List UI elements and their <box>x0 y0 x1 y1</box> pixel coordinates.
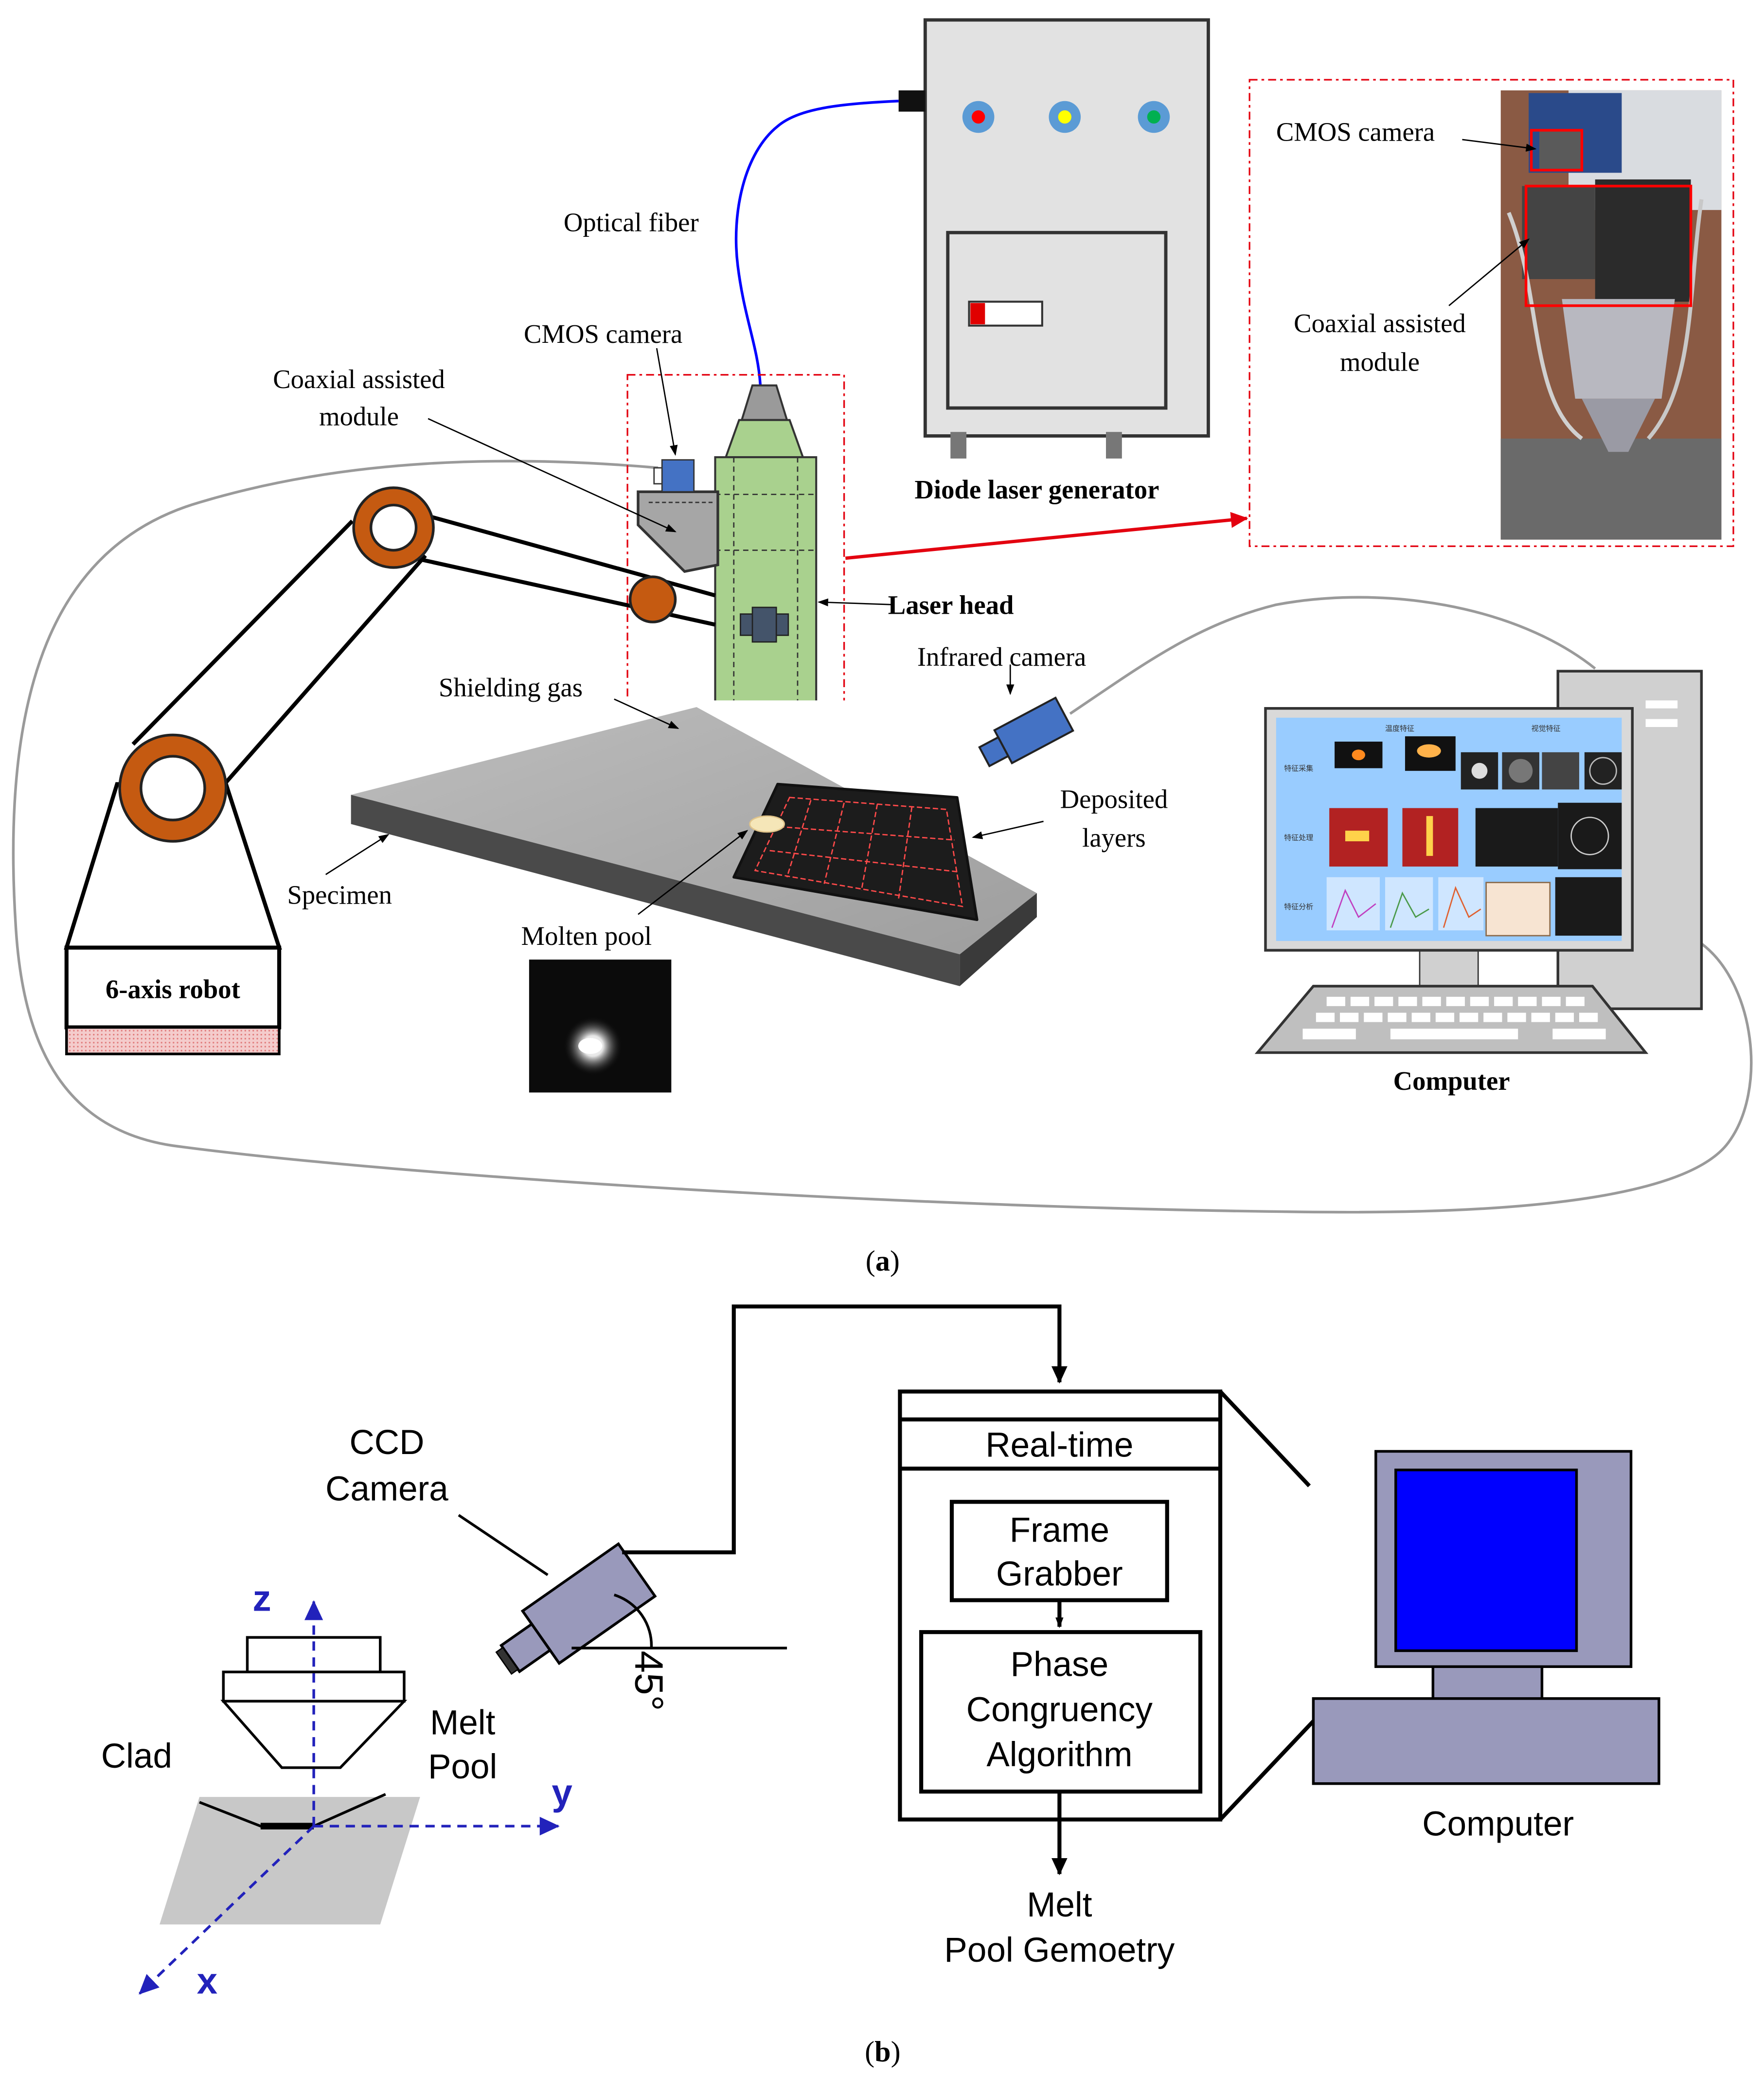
screen-row-1: 特征采集 <box>1284 764 1313 773</box>
label-cmos-camera: CMOS camera <box>524 319 682 349</box>
camera-cable <box>622 1304 1068 1555</box>
label-computer-a: Computer <box>1393 1066 1510 1096</box>
label-output-2: Pool Gemoetry <box>944 1931 1175 1970</box>
caption-b: (b) <box>865 2036 900 2068</box>
label-deposited-2: layers <box>1082 823 1146 852</box>
coordinate-axes <box>139 1600 560 1995</box>
label-frame-2: Grabber <box>996 1555 1123 1594</box>
optical-fiber <box>734 99 899 386</box>
screen-row-3: 特征分析 <box>1284 903 1313 911</box>
infrared-camera <box>978 696 1074 768</box>
keyboard-keys <box>1302 996 1606 1040</box>
angle-label: 45° <box>627 1650 671 1711</box>
inset-coaxial-1: Coaxial assisted <box>1294 308 1466 338</box>
label-frame-1: Frame <box>1010 1511 1109 1549</box>
label-coaxial-2: module <box>319 402 399 431</box>
robot-joint-wrist <box>628 575 677 623</box>
label-ccd-2: Camera <box>325 1470 448 1508</box>
label-deposited-1: Deposited <box>1060 784 1168 814</box>
label-melt-pool-2: Pool <box>428 1748 497 1786</box>
six-axis-robot <box>64 486 716 1056</box>
inset-coaxial-2: module <box>1340 347 1420 377</box>
diode-laser-generator <box>898 18 1210 459</box>
label-shielding-gas: Shielding gas <box>439 673 583 702</box>
label-robot: 6-axis robot <box>106 975 240 1004</box>
coaxial-assisted-module <box>637 459 719 573</box>
label-phase-3: Algorithm <box>986 1736 1132 1774</box>
label-real-time: Real-time <box>985 1426 1133 1464</box>
cable-loop <box>12 460 1753 1214</box>
label-output-1: Melt <box>1027 1886 1092 1924</box>
nozzle-b <box>220 1636 408 1769</box>
label-infrared-camera: Infrared camera <box>917 642 1086 672</box>
label-phase-2: Congruency <box>966 1690 1153 1729</box>
molten-pool-image <box>529 959 672 1093</box>
monitor-screen-b <box>1394 1469 1578 1652</box>
panel-b: z y x 45° <box>101 1304 1660 2068</box>
frame-grabber-box <box>949 1500 1169 1602</box>
axis-z-label: z <box>252 1578 271 1619</box>
caption-a: (a) <box>866 1245 900 1278</box>
panel-a: Optical fiber CMOS camera Coaxial assist… <box>12 18 1753 1278</box>
link-arrow <box>845 512 1248 560</box>
axis-y-label: y <box>552 1772 572 1813</box>
molten-pool-spot <box>749 815 785 833</box>
photo-inset-frame <box>1248 79 1734 547</box>
substrate-plane <box>160 1797 420 1925</box>
inset-cmos-camera: CMOS camera <box>1276 117 1435 147</box>
label-coaxial-1: Coaxial assisted <box>273 364 445 394</box>
label-specimen: Specimen <box>287 880 392 909</box>
label-ccd-1: CCD <box>349 1423 424 1462</box>
specimen <box>343 700 1044 993</box>
screen-row-2: 特征处理 <box>1284 834 1313 842</box>
label-laser-head: Laser head <box>888 590 1014 620</box>
label-melt-pool-1: Melt <box>430 1704 495 1742</box>
deposited-layers <box>732 782 979 921</box>
label-optical-fiber: Optical fiber <box>564 208 699 237</box>
label-molten-pool: Molten pool <box>521 921 652 951</box>
axis-x-label: x <box>197 1961 218 2002</box>
screen-header-right: 视觉特征 <box>1532 725 1561 733</box>
screen-header-left: 温度特征 <box>1385 725 1414 733</box>
label-clad: Clad <box>101 1737 172 1775</box>
infrared-cable <box>1069 596 1596 715</box>
computer-b <box>1312 1450 1660 1785</box>
ccd-camera <box>495 1542 657 1675</box>
computer-a <box>1254 670 1703 1054</box>
label-computer-b: Computer <box>1422 1805 1574 1843</box>
photo-inset <box>1500 90 1722 540</box>
label-diode-laser: Diode laser generator <box>914 475 1159 504</box>
angle-arc <box>613 1594 653 1649</box>
label-phase-1: Phase <box>1011 1645 1108 1684</box>
